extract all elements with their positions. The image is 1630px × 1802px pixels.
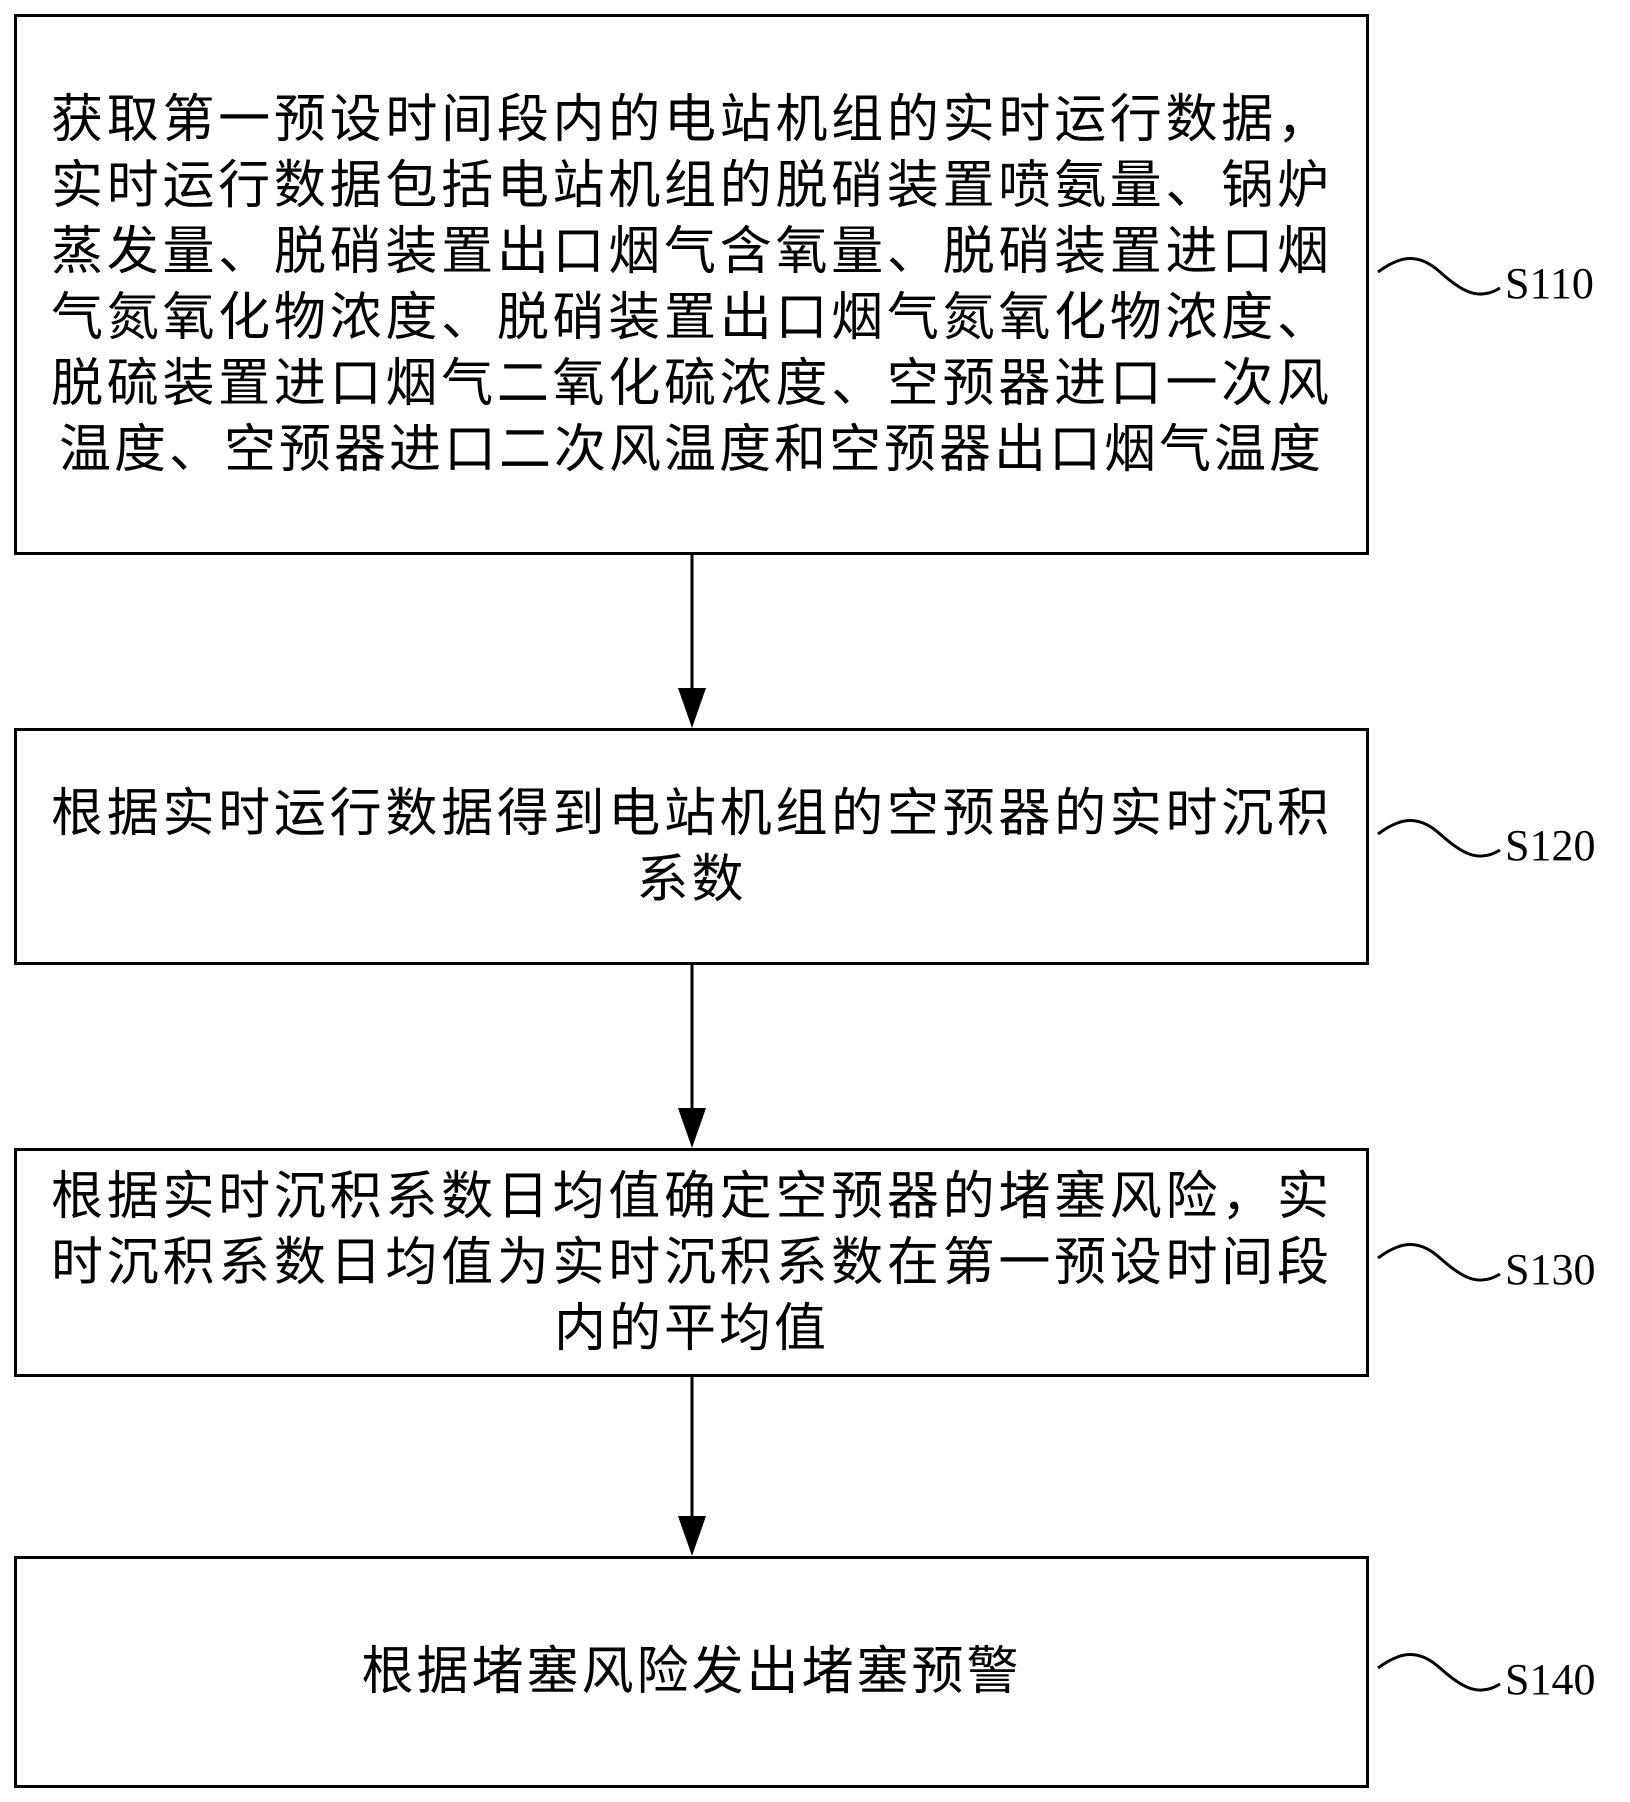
leader-s140 xyxy=(1377,1653,1501,1692)
leader-s120 xyxy=(1377,819,1501,858)
step-label-s120: S120 xyxy=(1505,821,1596,870)
step-text-s110: 获取第一预设时间段内的电站机组的实时运行数据，实时运行数据包括电站机组的脱硝装置… xyxy=(51,89,1332,480)
step-box-s110: 获取第一预设时间段内的电站机组的实时运行数据，实时运行数据包括电站机组的脱硝装置… xyxy=(14,14,1369,555)
step-box-s130: 根据实时沉积系数日均值确定空预器的堵塞风险，实时沉积系数日均值为实时沉积系数在第… xyxy=(14,1148,1369,1377)
arrow-s110-to-s120 xyxy=(678,555,706,728)
arrow-s120-to-s130 xyxy=(678,965,706,1148)
step-text-s130: 根据实时沉积系数日均值确定空预器的堵塞风险，实时沉积系数日均值为实时沉积系数在第… xyxy=(51,1166,1332,1359)
step-label-s140: S140 xyxy=(1505,1655,1596,1704)
leader-s130 xyxy=(1377,1243,1501,1282)
step-box-s120: 根据实时运行数据得到电站机组的空预器的实时沉积系数 xyxy=(14,728,1369,965)
step-box-s140: 根据堵塞风险发出堵塞预警 xyxy=(14,1556,1369,1788)
arrow-s130-to-s140 xyxy=(678,1377,706,1556)
step-text-s120: 根据实时运行数据得到电站机组的空预器的实时沉积系数 xyxy=(51,783,1332,910)
step-label-s110: S110 xyxy=(1505,259,1594,308)
leader-s110 xyxy=(1377,257,1501,296)
step-text-s140: 根据堵塞风险发出堵塞预警 xyxy=(361,1642,1022,1702)
step-label-s130: S130 xyxy=(1505,1245,1596,1294)
